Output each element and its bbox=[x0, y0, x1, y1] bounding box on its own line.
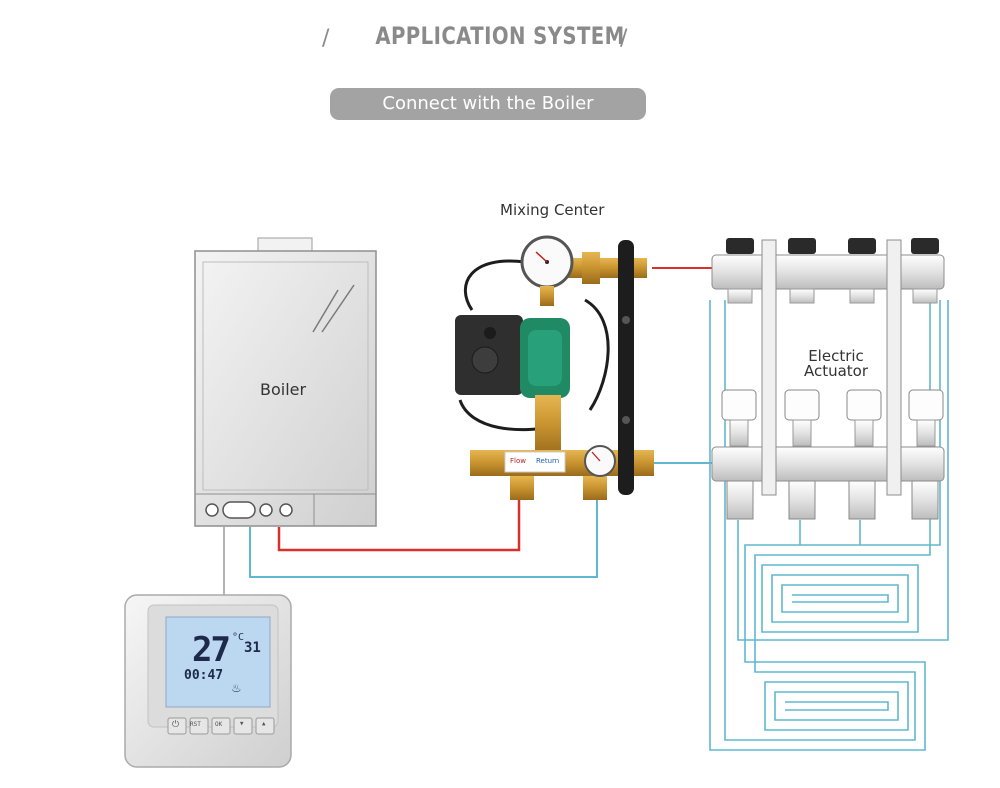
electric-actuators bbox=[721, 389, 944, 447]
thermostat-ok-button[interactable]: OK bbox=[215, 721, 223, 728]
decor-slash-right: / bbox=[620, 26, 628, 51]
manifold-unit bbox=[711, 238, 945, 520]
thermostat-down-button[interactable]: ▾ bbox=[239, 719, 245, 729]
electric-actuator-label: Electric Actuator bbox=[800, 349, 872, 379]
thermostat-set-temp: 31 bbox=[244, 640, 261, 656]
thermostat-power-button[interactable]: ⏻ bbox=[172, 720, 180, 730]
connect-boiler-button[interactable]: Connect with the Boiler bbox=[330, 88, 646, 120]
supply-pipe-boiler bbox=[277, 500, 521, 552]
valve-flow-label: Flow bbox=[510, 457, 526, 465]
thermostat-up-button[interactable]: ▴ bbox=[261, 719, 267, 729]
thermostat-device bbox=[124, 594, 292, 768]
decor-slash-left: / bbox=[322, 26, 330, 51]
valve-return-label: Return bbox=[536, 457, 560, 465]
electric-actuator-label-line2: Actuator bbox=[803, 362, 869, 380]
floor-heating-loops bbox=[709, 300, 949, 751]
electric-actuator-label-line1: Electric bbox=[808, 347, 864, 365]
thermostat-clock: 00:47 bbox=[184, 668, 224, 683]
mixing-center-label: Mixing Center bbox=[500, 201, 605, 219]
return-pipe-boiler bbox=[249, 500, 598, 578]
thermostat-unit: °C bbox=[232, 632, 245, 643]
boiler-label: Boiler bbox=[260, 380, 307, 399]
flame-icon: ♨ bbox=[232, 680, 241, 696]
thermostat-rst-button[interactable]: RST bbox=[190, 721, 201, 728]
page-title: APPLICATION SYSTEM bbox=[375, 22, 625, 50]
thermostat-temperature: 27 bbox=[192, 630, 231, 670]
mixing-center-unit bbox=[455, 235, 654, 500]
boiler-unit bbox=[194, 237, 377, 527]
